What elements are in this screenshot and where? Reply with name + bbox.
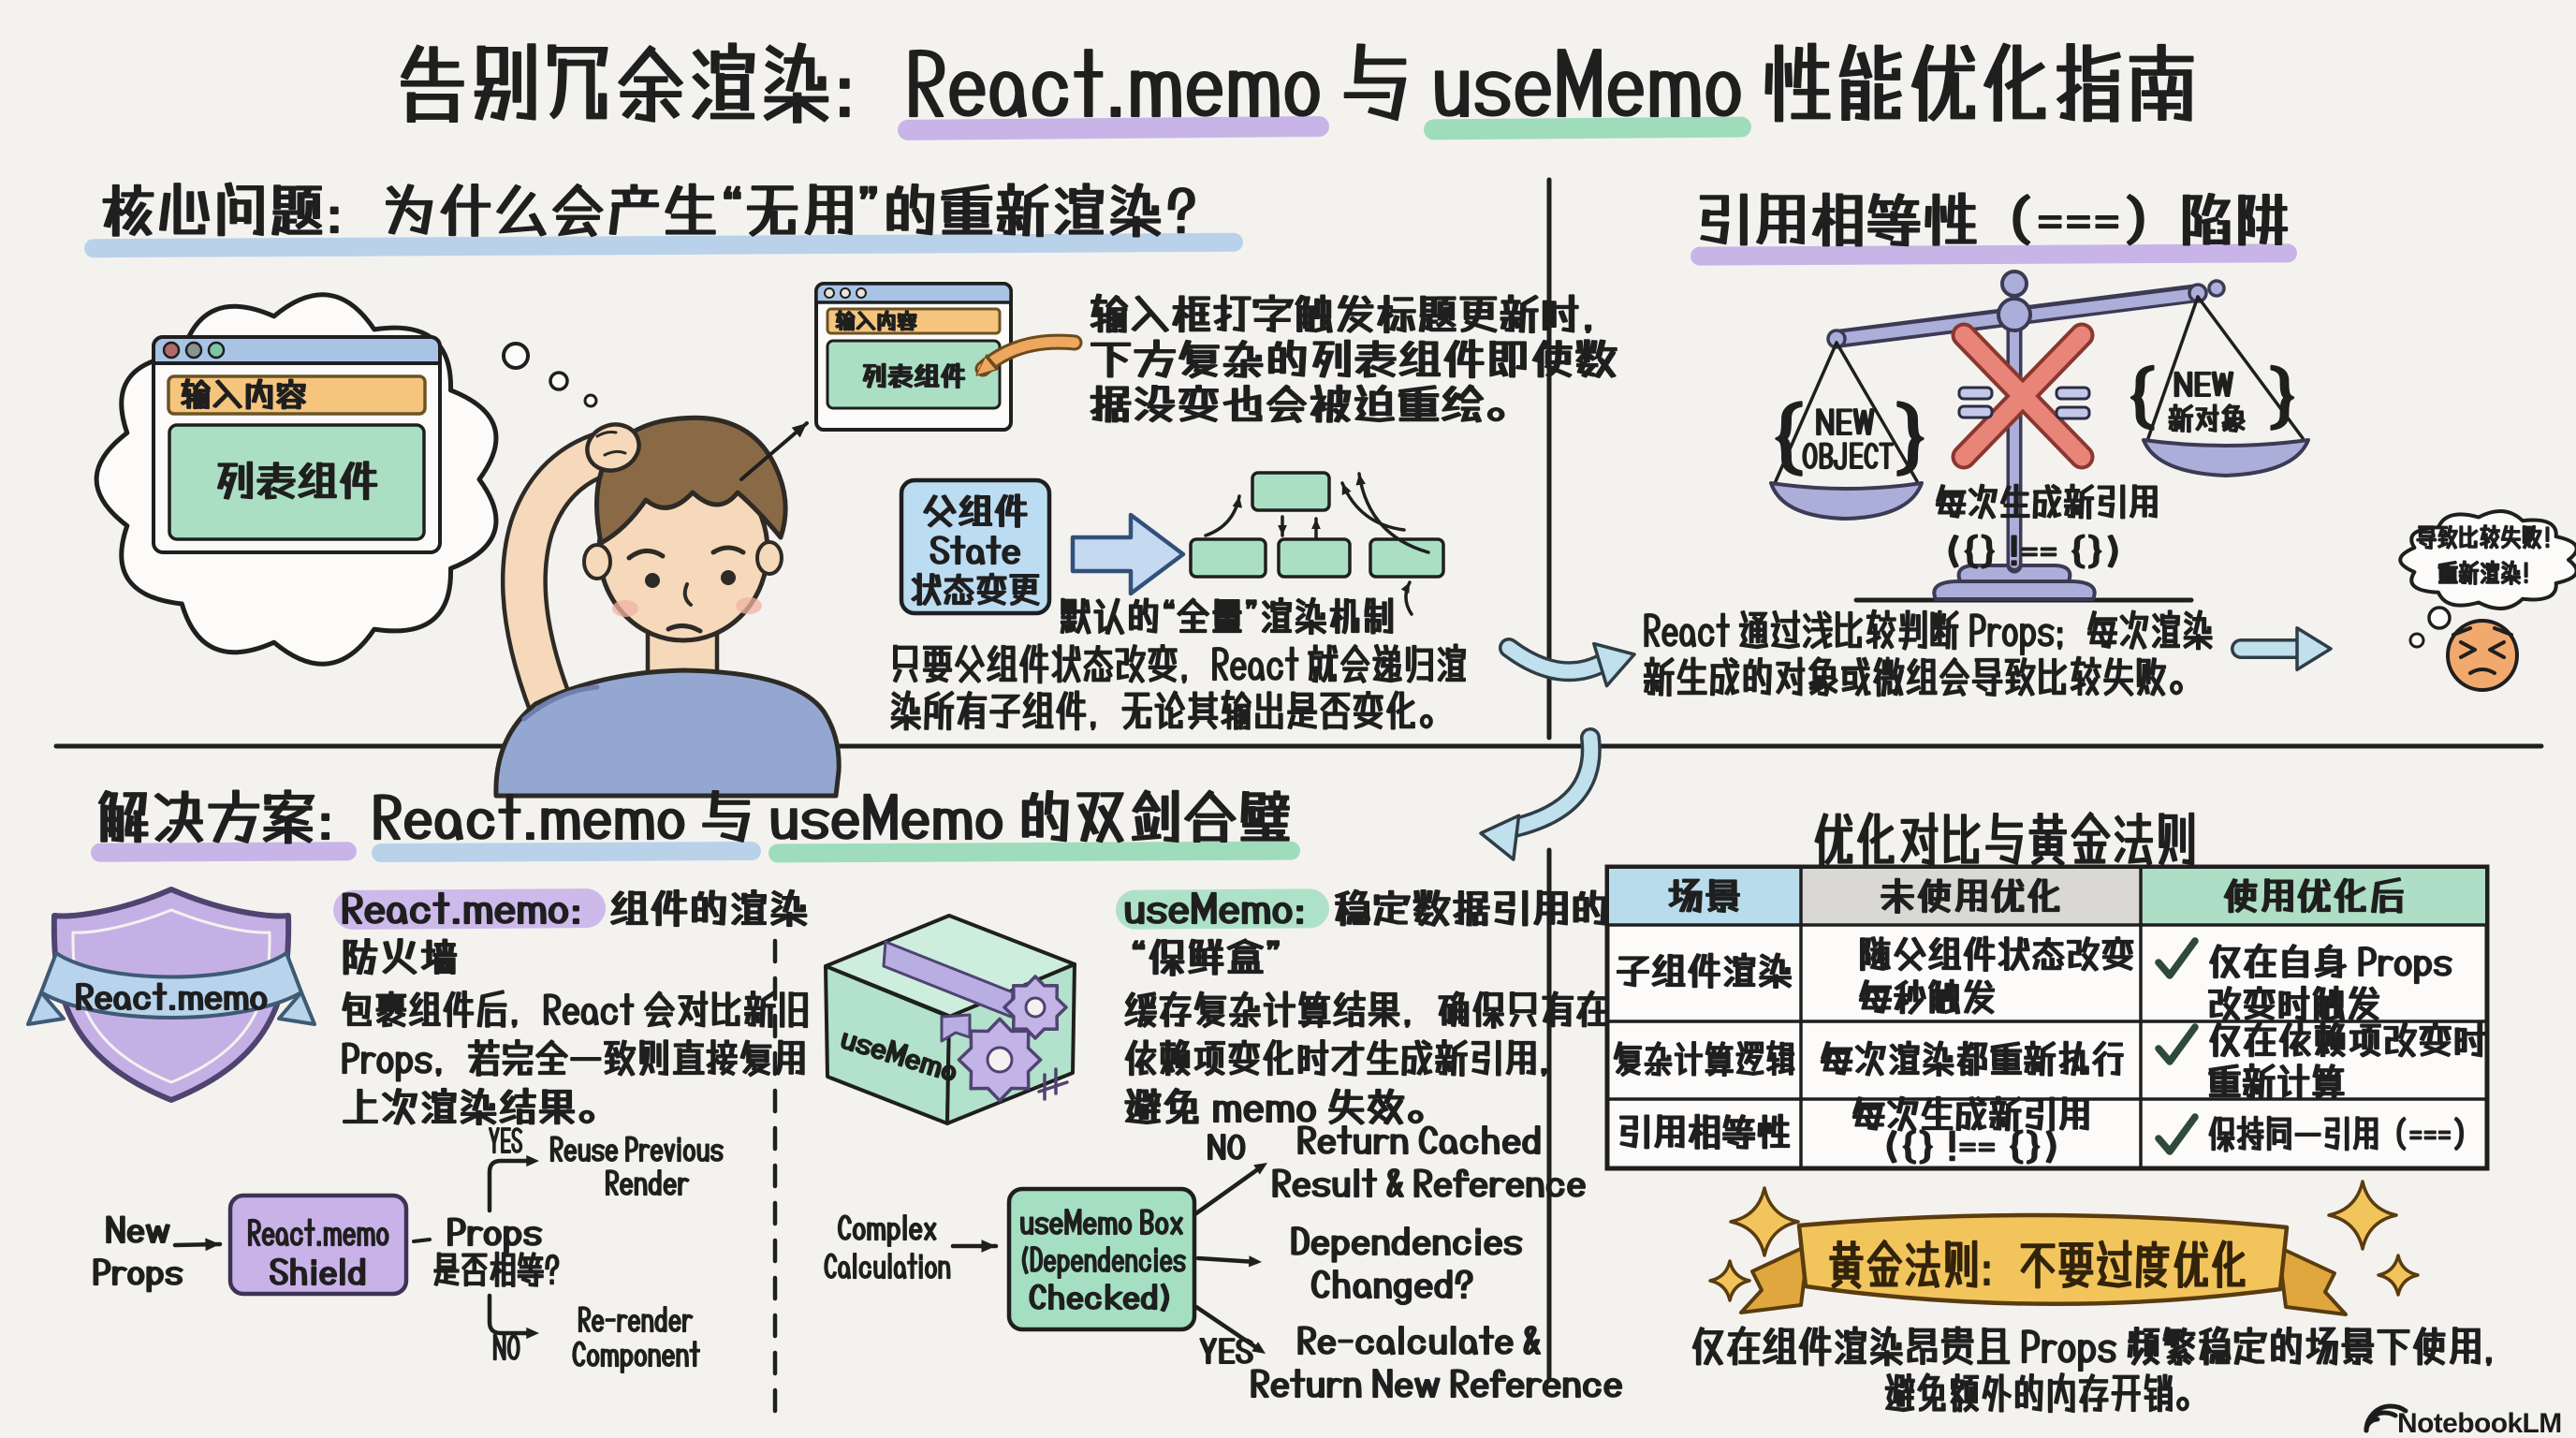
- svg-text:NotebookLM: NotebookLM: [2397, 1408, 2562, 1438]
